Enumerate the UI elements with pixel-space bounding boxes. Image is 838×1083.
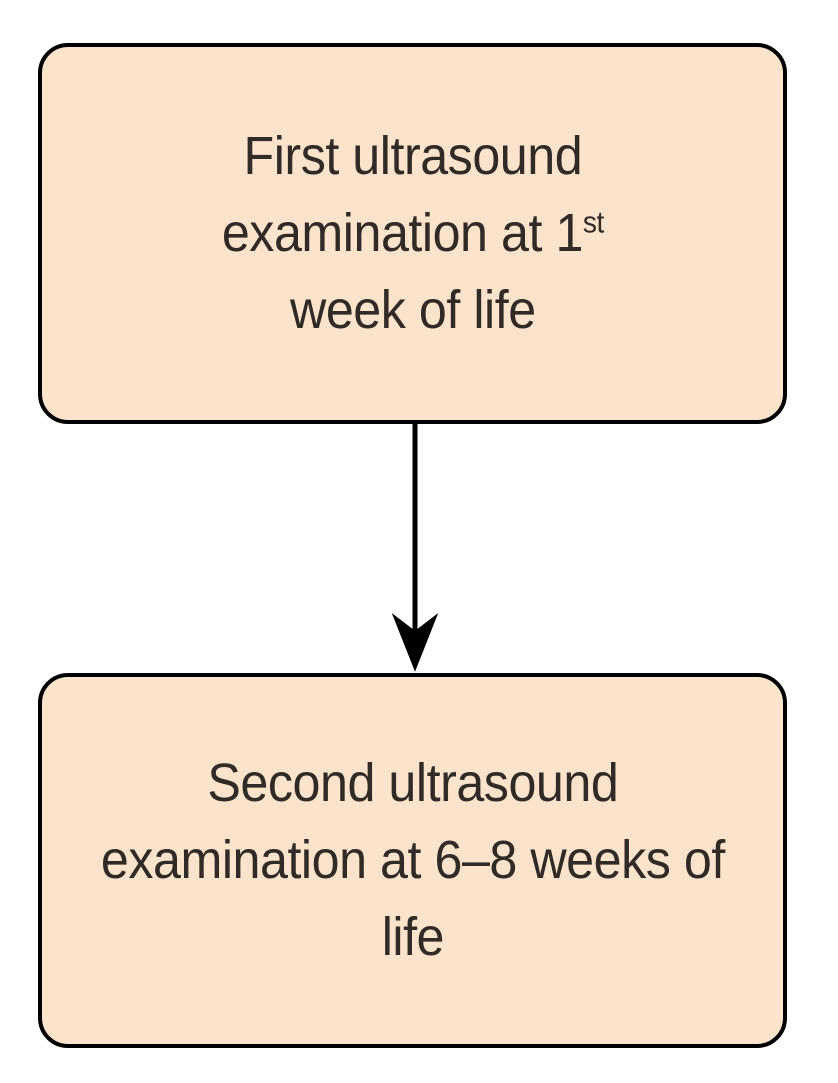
node-text-part-1: First ultrasound examination at 1 (221, 126, 583, 264)
node-label-second-ultrasound: Second ultrasound examination at 6–8 wee… (100, 753, 725, 967)
node-label-first-ultrasound: First ultrasound examination at 1st week… (96, 118, 730, 348)
arrowhead-down-icon (391, 613, 439, 672)
node-text-part-2: week of life (289, 279, 536, 340)
flowchart-node-first-ultrasound[interactable]: First ultrasound examination at 1st week… (38, 43, 787, 424)
flowchart-node-second-ultrasound[interactable]: Second ultrasound examination at 6–8 wee… (38, 673, 787, 1048)
ordinal-superscript-st: st (582, 206, 604, 240)
